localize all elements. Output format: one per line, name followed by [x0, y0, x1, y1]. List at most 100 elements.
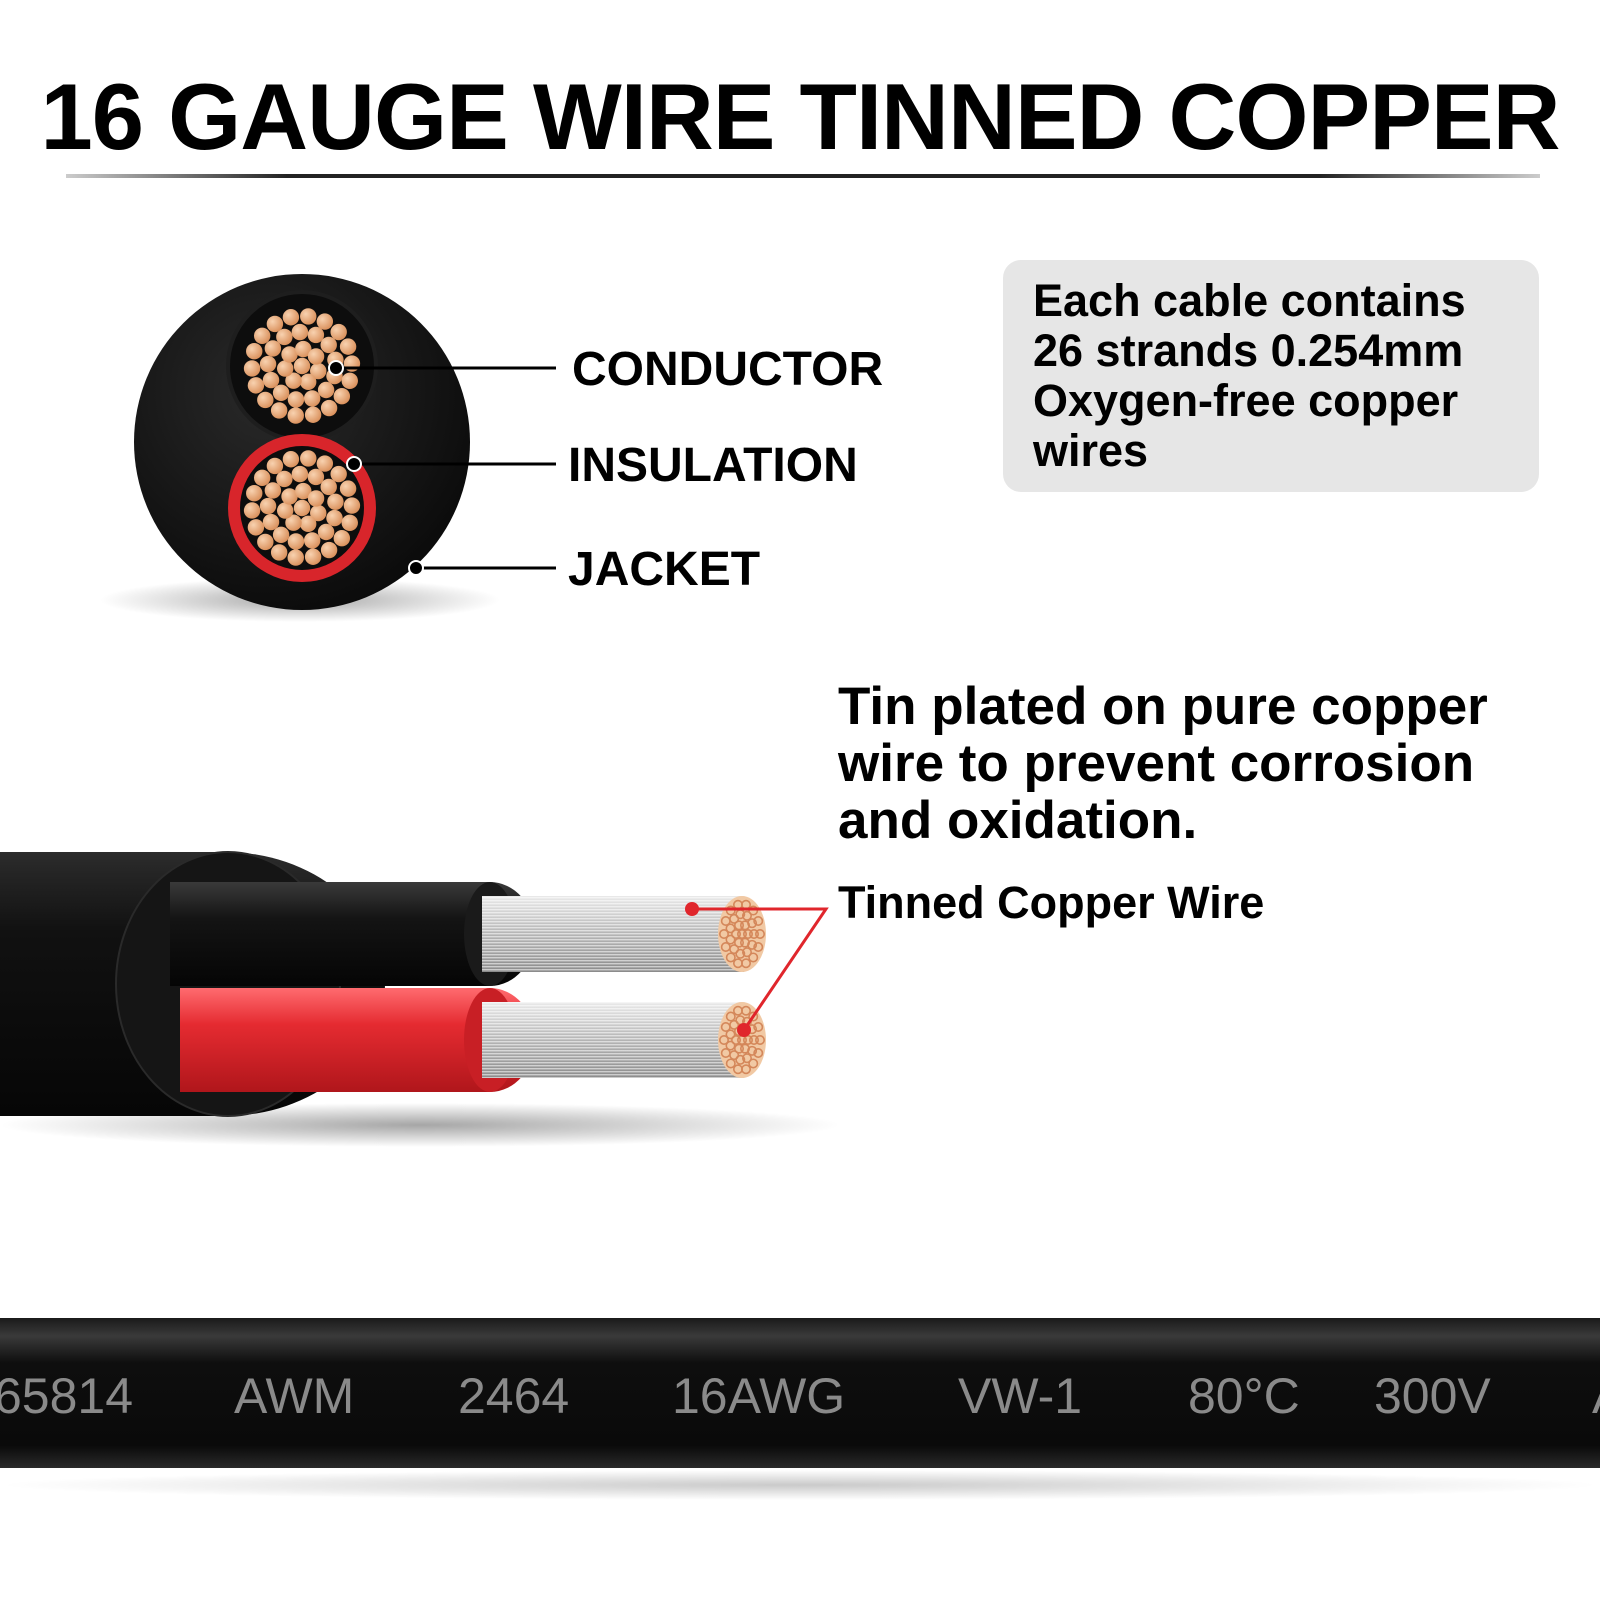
black-wire-end-strands — [718, 899, 765, 969]
copper-strand — [266, 315, 284, 333]
cable-cross-section — [100, 274, 500, 622]
copper-strand — [310, 504, 327, 522]
copper-strand — [326, 509, 343, 527]
copper-strand — [282, 451, 300, 468]
copper-strand — [293, 357, 311, 375]
copper-strand — [320, 478, 337, 496]
end-strand — [735, 1054, 746, 1065]
end-strand — [720, 1048, 731, 1059]
tinned-copper-wire-label: Tinned Copper Wire — [838, 877, 1265, 928]
page-title: 16 GAUGE WIRE TINNED COPPER — [40, 64, 1561, 169]
copper-strand — [317, 381, 335, 399]
copper-strand — [333, 388, 351, 405]
copper-strand — [247, 519, 265, 536]
copper-strand — [253, 469, 271, 486]
end-strand — [733, 1043, 744, 1054]
black-wire-insulation — [170, 882, 535, 986]
copper-strand — [330, 323, 347, 341]
end-strand — [741, 1005, 752, 1016]
end-strand — [718, 1035, 729, 1046]
copper-strand — [262, 371, 280, 389]
copper-strand — [257, 533, 274, 551]
end-strand — [725, 934, 736, 945]
copper-strand — [293, 499, 311, 517]
copper-strand — [272, 526, 290, 544]
copper-strand — [270, 402, 288, 419]
copper-strand — [304, 548, 322, 565]
conductor-leader-dot — [328, 360, 344, 376]
end-strand — [725, 1029, 736, 1040]
copper-strand — [291, 465, 309, 483]
copper-strand — [295, 482, 312, 500]
tin-plating-description: Tin plated on pure copper wire to preven… — [838, 678, 1578, 849]
copper-strand — [341, 372, 358, 389]
copper-strand — [300, 308, 317, 325]
copper-strand — [243, 502, 261, 519]
copper-strand — [320, 541, 338, 559]
end-strand — [732, 958, 743, 969]
end-strand — [742, 1035, 753, 1046]
end-strand — [754, 928, 765, 939]
tinned-copper-callout — [685, 902, 829, 1037]
title-underline — [66, 174, 1540, 178]
description-line: Tin plated on pure copper — [838, 677, 1488, 736]
info-line: 26 strands 0.254mm — [1033, 325, 1464, 376]
copper-strand — [295, 340, 312, 358]
copper-strand — [320, 336, 337, 354]
cable-print-text: 16AWG — [672, 1368, 845, 1424]
end-strand — [753, 942, 764, 953]
end-strand — [718, 928, 729, 939]
copper-strand — [316, 455, 334, 472]
end-strand — [741, 1053, 752, 1064]
copper-strand — [307, 490, 325, 507]
end-strand — [725, 1011, 736, 1022]
copper-strand — [276, 360, 294, 377]
info-line: wires — [1033, 425, 1149, 476]
callout-line — [692, 907, 829, 1031]
copper-strand — [262, 513, 280, 531]
black-wire-strand-lines — [482, 896, 744, 972]
end-strand — [742, 928, 753, 939]
copper-strand — [341, 514, 358, 531]
copper-strand — [316, 313, 334, 330]
copper-strand — [310, 362, 327, 380]
end-strand — [725, 1058, 736, 1069]
copper-strand — [281, 346, 298, 363]
copper-strand — [264, 482, 282, 499]
copper-strand — [287, 533, 305, 550]
copper-strand — [276, 470, 293, 488]
cable-print-text: VW-1 — [958, 1368, 1082, 1424]
copper-strand — [339, 338, 357, 355]
callout-dot-bottom — [737, 1023, 751, 1037]
copper-strand — [281, 488, 298, 505]
copper-strand — [285, 372, 302, 389]
copper-strand — [307, 468, 325, 486]
end-strand — [725, 905, 736, 916]
copper-strand — [291, 323, 309, 341]
red-wire-strand-lines — [482, 1002, 744, 1078]
end-strand — [720, 915, 731, 926]
info-line: Each cable contains — [1033, 275, 1466, 326]
copper-strand — [276, 328, 293, 346]
copper-strand — [276, 502, 294, 519]
callout-dot-top — [685, 902, 699, 916]
copper-strand — [343, 497, 361, 514]
end-strand — [747, 1045, 758, 1056]
copper-strand — [333, 530, 351, 547]
end-strand — [753, 1021, 764, 1032]
end-strand — [748, 952, 759, 963]
conductor-strands-bottom — [243, 450, 361, 566]
insulation-leader-dot — [346, 456, 362, 472]
end-strand — [741, 947, 752, 958]
end-strand — [725, 952, 736, 963]
end-strand — [735, 948, 746, 959]
copper-strand — [320, 399, 338, 417]
end-strand — [730, 1035, 741, 1046]
copper-strand — [300, 450, 317, 467]
printed-cable-shadow — [0, 1470, 1600, 1500]
cable-print-text: 2464 — [458, 1368, 569, 1424]
end-strand — [730, 928, 741, 939]
copper-strand — [299, 373, 317, 391]
